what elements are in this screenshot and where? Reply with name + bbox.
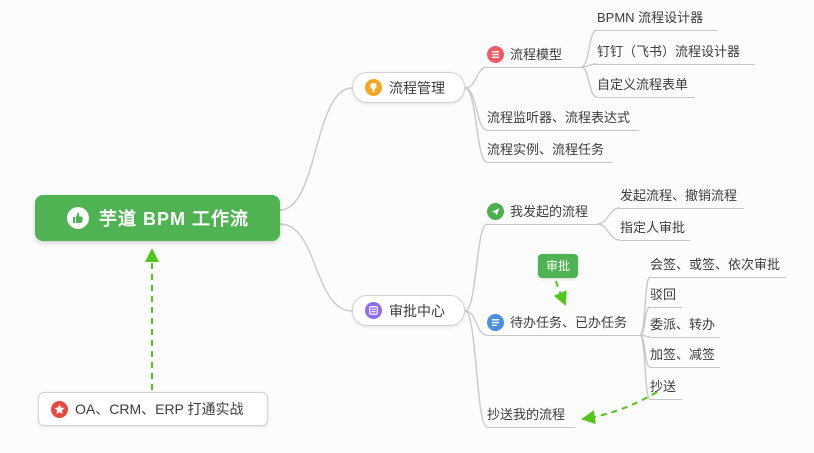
leaf-todo-done-tasks[interactable]: 待办任务、已办任务 <box>487 314 640 336</box>
send-icon <box>487 203 504 220</box>
leaf-countersign[interactable]: 会签、或签、依次审批 <box>650 256 786 278</box>
clipboard-icon <box>365 302 382 319</box>
leaf-my-initiated[interactable]: 我发起的流程 <box>487 203 597 225</box>
leaf-label: 流程监听器、流程表达式 <box>487 110 631 125</box>
tasks-icon <box>487 314 504 331</box>
leaf-bpmn-designer[interactable]: BPMN 流程设计器 <box>597 9 717 31</box>
thumbs-up-icon <box>66 206 90 230</box>
leaf-label: 加签、减签 <box>650 347 716 362</box>
leaf-label: 自定义流程表单 <box>597 77 689 92</box>
leaf-label: BPMN 流程设计器 <box>597 10 704 25</box>
leaf-label: 流程实例、流程任务 <box>487 142 605 157</box>
leaf-label: 指定人审批 <box>620 220 686 235</box>
leaf-process-instance[interactable]: 流程实例、流程任务 <box>487 141 613 163</box>
bulb-icon <box>365 79 382 96</box>
leaf-label: 待办任务、已办任务 <box>510 315 628 330</box>
leaf-label: 驳回 <box>650 287 677 302</box>
node-approval-center[interactable]: 审批中心 <box>352 295 465 326</box>
leaf-label: 钉钉（飞书）流程设计器 <box>597 44 741 59</box>
leaf-delegate[interactable]: 委派、转办 <box>650 316 720 338</box>
leaf-custom-form[interactable]: 自定义流程表单 <box>597 76 695 98</box>
node-label: 流程管理 <box>389 79 445 96</box>
leaf-start-cancel[interactable]: 发起流程、撤销流程 <box>620 187 744 209</box>
leaf-label: 会签、或签、依次审批 <box>650 257 781 272</box>
leaf-label: 抄送 <box>650 379 677 394</box>
root-label: 芋道 BPM 工作流 <box>98 209 249 229</box>
star-icon <box>51 400 68 418</box>
leaf-process-listener[interactable]: 流程监听器、流程表达式 <box>487 109 639 131</box>
root-node[interactable]: 芋道 BPM 工作流 <box>35 195 280 241</box>
leaf-dingtalk-designer[interactable]: 钉钉（飞书）流程设计器 <box>597 43 755 65</box>
node-label: OA、CRM、ERP 打通实战 <box>75 401 244 417</box>
menu-icon <box>487 46 504 63</box>
node-process-management[interactable]: 流程管理 <box>352 72 465 103</box>
leaf-label: 我发起的流程 <box>510 204 589 219</box>
branch-connectors <box>279 29 651 428</box>
node-label: 审批中心 <box>389 302 445 319</box>
leaf-cc-my-process[interactable]: 抄送我的流程 <box>487 406 575 428</box>
relation-arrows <box>145 248 658 425</box>
leaf-label: 流程模型 <box>510 47 563 62</box>
leaf-assignee-approval[interactable]: 指定人审批 <box>620 219 690 241</box>
leaf-label: 发起流程、撤销流程 <box>620 188 738 203</box>
leaf-add-sign[interactable]: 加签、减签 <box>650 346 720 368</box>
leaf-label: 抄送我的流程 <box>487 407 566 422</box>
approval-badge[interactable]: 审批 <box>538 254 579 278</box>
leaf-reject[interactable]: 驳回 <box>650 286 682 308</box>
leaf-process-model[interactable]: 流程模型 <box>487 46 581 68</box>
leaf-cc[interactable]: 抄送 <box>650 378 682 400</box>
leaf-label: 委派、转办 <box>650 317 716 332</box>
node-practice[interactable]: OA、CRM、ERP 打通实战 <box>38 392 268 426</box>
